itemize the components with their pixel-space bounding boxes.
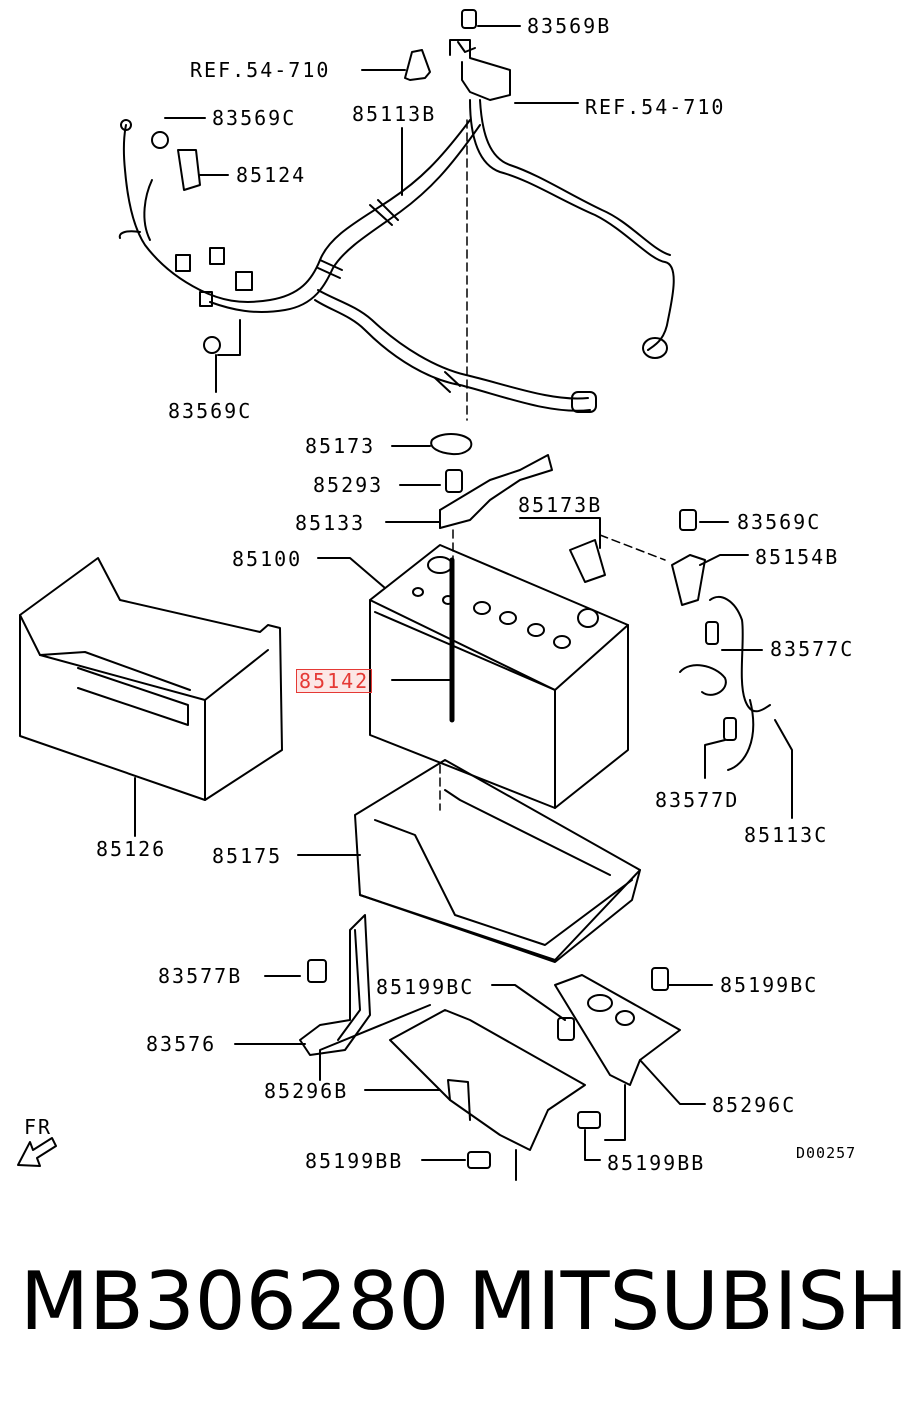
- parts-diagram: 83569B REF.54-710 REF.54-710 83569C 8511…: [0, 0, 909, 1230]
- brand-name: MITSUBISHI: [468, 1255, 909, 1348]
- label-85126: 85126: [96, 837, 167, 861]
- label-85142-highlighted: 85142: [296, 669, 373, 693]
- label-83577c: 83577C: [770, 637, 855, 661]
- label-83577d: 83577D: [655, 788, 740, 812]
- label-83569b: 83569B: [527, 14, 612, 38]
- leader-lines: [135, 26, 792, 1180]
- terminal-clamp: [431, 434, 605, 582]
- label-85133: 85133: [295, 511, 366, 535]
- label-85199bb-right: 85199BB: [607, 1151, 706, 1175]
- wire-harness: [120, 100, 674, 412]
- label-85173b: 85173B: [518, 493, 603, 517]
- label-85199bc-right: 85199BC: [720, 973, 819, 997]
- label-83576: 83576: [146, 1032, 217, 1056]
- top-bracket: [405, 10, 510, 100]
- dashed-lines: [440, 120, 665, 810]
- label-85296c: 85296C: [712, 1093, 797, 1117]
- label-d00257: D00257: [796, 1144, 857, 1162]
- label-85113b: 85113B: [352, 102, 437, 126]
- lower-brackets: [300, 915, 680, 1168]
- label-85199bb-left: 85199BB: [305, 1149, 404, 1173]
- battery-tray: [355, 760, 640, 962]
- label-ref-54-710-right: REF.54-710: [585, 95, 726, 119]
- footer: MB306280 MITSUBISHI: [0, 1240, 909, 1424]
- right-cable: [672, 510, 770, 770]
- label-85113c: 85113C: [744, 823, 829, 847]
- part-number: MB306280: [20, 1255, 450, 1348]
- label-85173: 85173: [305, 434, 376, 458]
- label-85175: 85175: [212, 844, 283, 868]
- label-85199bc-mid: 85199BC: [376, 975, 475, 999]
- label-fr: FR: [24, 1115, 53, 1139]
- battery-box: [20, 558, 282, 800]
- label-85100: 85100: [232, 547, 303, 571]
- label-85293: 85293: [313, 473, 384, 497]
- battery: [370, 545, 628, 808]
- label-83569c-left: 83569C: [168, 399, 253, 423]
- label-85296b: 85296B: [264, 1079, 349, 1103]
- label-85124: 85124: [236, 163, 307, 187]
- fr-arrow-icon: [18, 1138, 56, 1166]
- diagram-drawing: [0, 0, 909, 1230]
- label-83577b: 83577B: [158, 964, 243, 988]
- label-83569c-right: 83569C: [737, 510, 822, 534]
- label-ref-54-710-left: REF.54-710: [190, 58, 331, 82]
- label-83569c-top: 83569C: [212, 106, 297, 130]
- label-85154b: 85154B: [755, 545, 840, 569]
